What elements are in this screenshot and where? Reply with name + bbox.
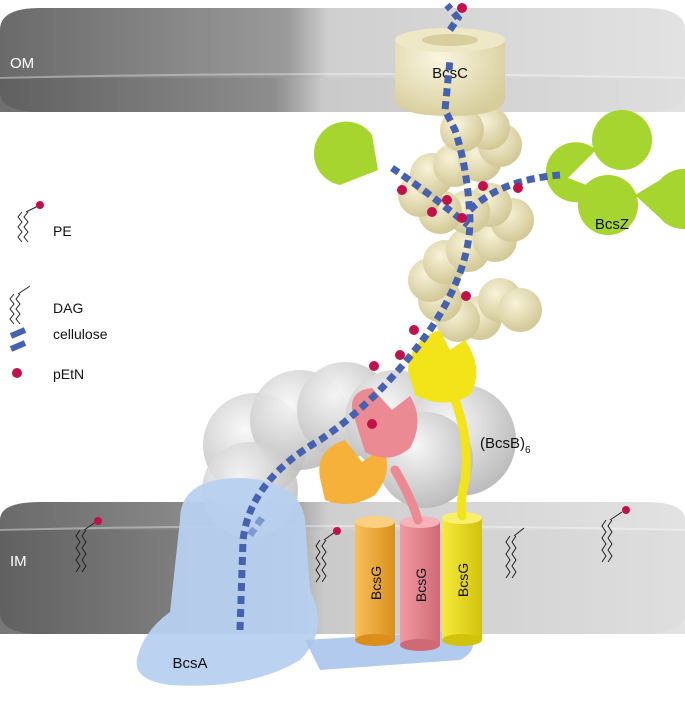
bcsg-label-2: BcsG [413, 568, 429, 602]
legend-label-petn: pEtN [53, 366, 84, 382]
legend-item-petn: pEtN [12, 366, 84, 382]
bcsg-cylinders: BcsG BcsG BcsG [355, 512, 482, 651]
bcsg-label-3: BcsG [455, 563, 471, 597]
svg-text:(BcsB)6: (BcsB)6 [480, 435, 531, 456]
outer-membrane [0, 8, 685, 112]
im-label: IM [10, 553, 27, 570]
bcsc-tpr-beads [398, 106, 542, 342]
bcsg-linkers [390, 395, 471, 525]
petn-dot-icon [12, 368, 22, 378]
bcsz: BcsZ [313, 110, 685, 235]
bcsg-cylinder-orange: BcsG [355, 516, 395, 646]
petn-dots [367, 3, 523, 429]
bcsg-cylinder-pink: BcsG [400, 516, 440, 651]
legend-item-pe: PE [17, 201, 72, 243]
bcsg-cylinder-yellow: BcsG [442, 512, 482, 646]
legend-label-cellulose: cellulose [53, 326, 108, 342]
bcsz-right-icon [635, 169, 685, 229]
pe-lipid-icon [75, 517, 102, 573]
membrane-lipids [75, 506, 630, 583]
bcsa-label: BcsA [172, 655, 207, 672]
dag-lipid-icon [9, 285, 31, 325]
bcsg-head-orange [319, 440, 388, 504]
inner-membrane [0, 502, 685, 634]
legend-item-cellulose: cellulose [9, 326, 108, 352]
pe-lipid-icon [17, 205, 39, 243]
bcsc-barrel: BcsC [395, 28, 505, 116]
bcsc-label: BcsC [432, 65, 468, 82]
legend: PE DAG cellulose pEtN [9, 201, 108, 382]
bcsb-subscript: 6 [525, 445, 531, 456]
bcsg-label-1: BcsG [368, 566, 384, 600]
bcsz-left-icon [313, 121, 378, 185]
bcsg-head-yellow [408, 330, 477, 403]
bcsz-label: BcsZ [595, 216, 629, 233]
legend-label-dag: DAG [53, 300, 83, 316]
pe-lipid-icon [601, 506, 630, 563]
pe-lipid-icon [315, 527, 341, 583]
cellulose-dash-icon [9, 327, 27, 352]
legend-label-pe: PE [53, 223, 72, 239]
om-label: OM [10, 55, 34, 72]
bcsb-label: (BcsB) [480, 435, 525, 452]
legend-item-dag: DAG [9, 285, 83, 325]
dag-lipid-icon [505, 527, 525, 579]
